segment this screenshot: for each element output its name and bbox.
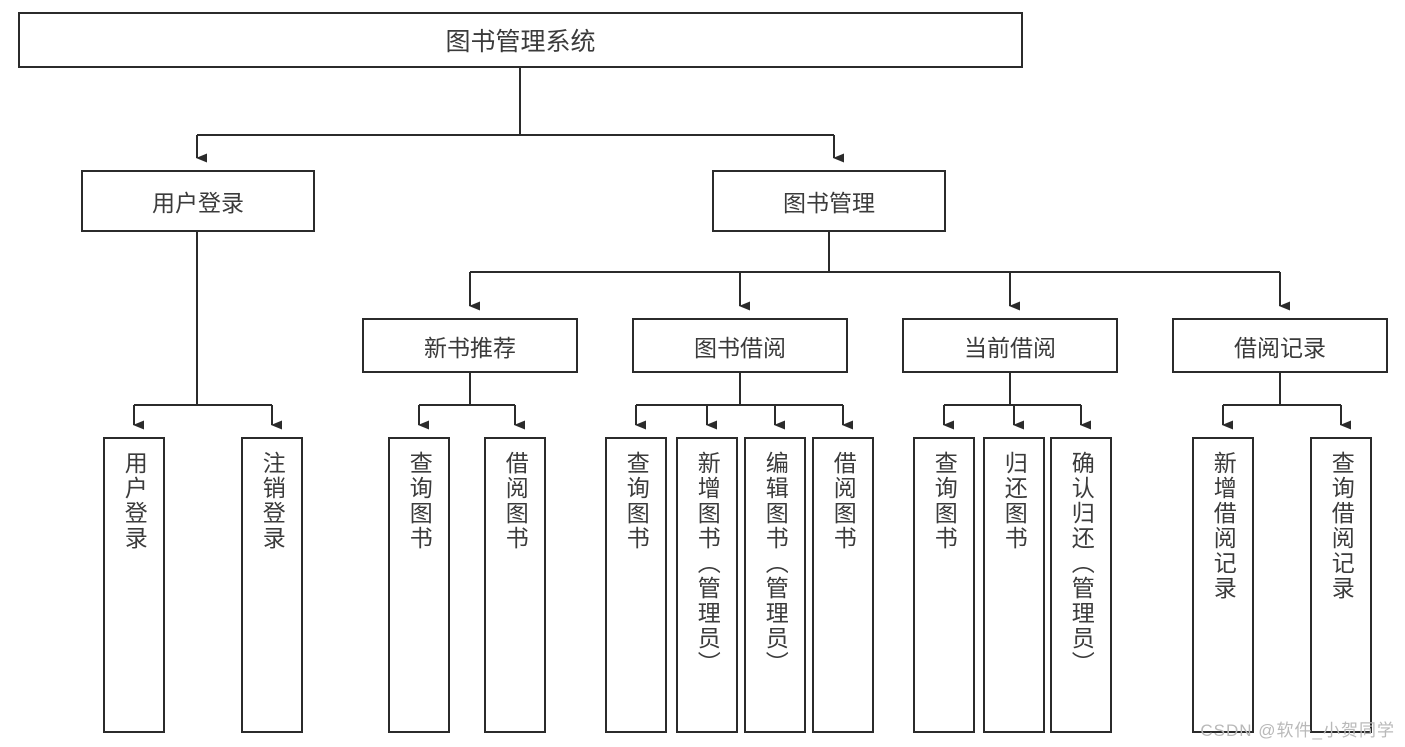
node-book-manage[interactable]: 图书管理 [712,170,946,232]
node-label: 查询图书 [623,451,650,551]
node-leaf-query-book-3[interactable]: 查询图书 [913,437,975,733]
node-borrow-record[interactable]: 借阅记录 [1172,318,1388,373]
node-label: 用户登录 [121,451,148,551]
node-root[interactable]: 图书管理系统 [18,12,1023,68]
node-label: 新增图书（管理员） [694,451,721,676]
node-label: 借阅图书 [830,451,857,551]
node-leaf-query-record[interactable]: 查询借阅记录 [1310,437,1372,733]
node-user-login[interactable]: 用户登录 [81,170,315,232]
node-label: 新书推荐 [424,334,516,361]
node-label: 新增借阅记录 [1210,451,1237,601]
node-leaf-return-book[interactable]: 归还图书 [983,437,1045,733]
node-label: 图书管理 [783,190,875,216]
node-leaf-add-book[interactable]: 新增图书（管理员） [676,437,738,733]
node-label: 图书管理系统 [445,28,596,56]
node-label: 借阅记录 [1234,334,1326,361]
watermark: CSDN @软件_小贺同学 [1200,721,1395,740]
node-label: 编辑图书（管理员） [762,451,789,676]
node-leaf-edit-book[interactable]: 编辑图书（管理员） [744,437,806,733]
node-current-borrow[interactable]: 当前借阅 [902,318,1118,373]
node-leaf-query-book-1[interactable]: 查询图书 [388,437,450,733]
node-label: 图书借阅 [694,334,786,361]
node-label: 借阅图书 [502,451,529,551]
node-leaf-user-login[interactable]: 用户登录 [103,437,165,733]
node-label: 归还图书 [1001,451,1028,551]
node-leaf-query-book-2[interactable]: 查询图书 [605,437,667,733]
node-leaf-add-record[interactable]: 新增借阅记录 [1192,437,1254,733]
node-label: 注销登录 [259,451,286,551]
node-label: 查询图书 [931,451,958,551]
node-leaf-borrow-book-1[interactable]: 借阅图书 [484,437,546,733]
node-label: 确认归还（管理员） [1068,451,1095,676]
node-label: 查询借阅记录 [1328,451,1355,601]
node-label: 当前借阅 [964,334,1056,361]
node-leaf-confirm-return[interactable]: 确认归还（管理员） [1050,437,1112,733]
node-label: 查询图书 [406,451,433,551]
node-book-borrow[interactable]: 图书借阅 [632,318,848,373]
node-leaf-logout[interactable]: 注销登录 [241,437,303,733]
node-label: 用户登录 [152,190,244,216]
node-leaf-borrow-book-2[interactable]: 借阅图书 [812,437,874,733]
node-new-book-recommend[interactable]: 新书推荐 [362,318,578,373]
